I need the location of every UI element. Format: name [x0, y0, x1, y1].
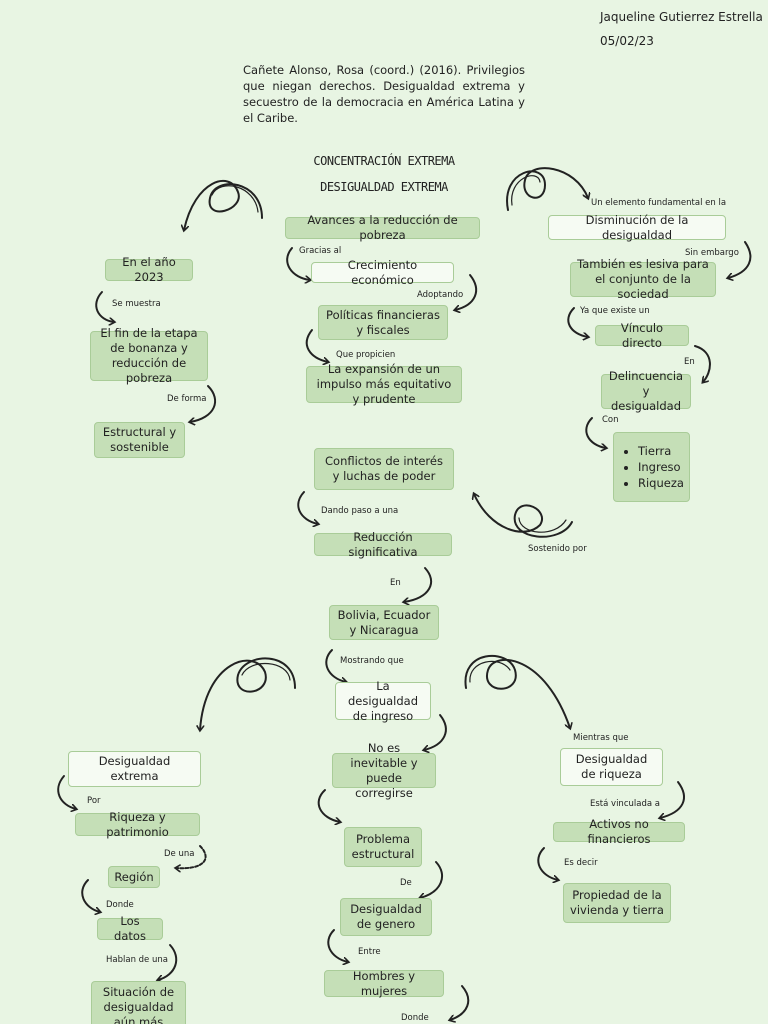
node-desigualdad-genero: Desigualdad de genero: [340, 898, 432, 936]
node-problema-estructural: Problema estructural: [344, 827, 422, 867]
loop-arrow-bottom-right: [464, 655, 570, 728]
label-de-forma: De forma: [167, 394, 207, 404]
node-expansion-impulso: La expansión de un impulso más equitativ…: [306, 362, 462, 406]
label-ya-que: Ya que existe un: [580, 306, 650, 316]
label-mostrando-que: Mostrando que: [340, 656, 404, 666]
label-donde-1: Donde: [106, 900, 134, 910]
node-desigualdad-riqueza: Desigualdad de riqueza: [560, 748, 663, 786]
label-en-1: En: [684, 357, 695, 367]
node-los-datos: Los datos: [97, 914, 163, 943]
node-estructural-sostenible: Estructural y sostenible: [94, 422, 185, 458]
list-item-tierra: Tierra: [638, 443, 684, 459]
title-line-1: CONCENTRACIÓN EXTREMA: [313, 154, 455, 168]
loop-arrow-bottom-left: [200, 657, 296, 730]
node-situacion-desigualdad: Situación de desigualdad aún más profund…: [91, 981, 186, 1024]
loop-arrow-top-left: [184, 180, 263, 230]
label-se-muestra: Se muestra: [112, 299, 161, 309]
node-delincuencia-desigualdad: Delincuencia y desigualdad: [601, 369, 691, 413]
node-desigualdad-ingreso: La desigualdad de ingreso: [335, 679, 431, 723]
loop-arrow-middle: [474, 494, 573, 538]
list-item-riqueza: Riqueza: [638, 475, 684, 491]
loop-arrow-top-right: [506, 167, 588, 211]
loop-arrow-middle-b: [518, 517, 567, 533]
label-que-propicien: Que propicien: [336, 350, 396, 360]
node-no-inevitable: No es inevitable y puede corregirse: [332, 741, 436, 800]
node-propiedad-vivienda: Propiedad de la vivienda y tierra: [563, 883, 671, 923]
label-un-elemento: Un elemento fundamental en la: [591, 198, 727, 208]
label-por: Por: [87, 796, 101, 806]
node-vinculo-directo: Vínculo directo: [595, 321, 689, 350]
label-mientras-que: Mientras que: [573, 733, 629, 743]
title-line-2: DESIGUALDAD EXTREMA: [320, 180, 448, 194]
label-gracias-al: Gracias al: [299, 246, 342, 256]
label-en-2: En: [390, 578, 401, 588]
loop-arrow-top-right-b: [511, 175, 541, 206]
node-reduccion-significativa: Reducción significativa: [314, 530, 452, 559]
loop-arrow-bottom-right-b: [469, 660, 511, 683]
label-de-una: De una: [164, 849, 195, 859]
node-region: Región: [108, 866, 160, 888]
loop-arrow-bottom-left-b: [241, 662, 291, 681]
node-politicas-financieras: Políticas financieras y fiscales: [318, 305, 448, 340]
author-name: Jaqueline Gutierrez Estrella: [600, 10, 763, 24]
node-fin-etapa-bonanza: El fin de la etapa de bonanza y reducció…: [90, 326, 208, 385]
loop-arrow-top-left-b: [211, 185, 259, 213]
label-esta-vinculada: Está vinculada a: [590, 799, 660, 809]
label-entre: Entre: [358, 947, 381, 957]
label-sin-embargo: Sin embargo: [685, 248, 739, 258]
label-donde-2: Donde: [401, 1013, 429, 1023]
node-anio-2023: En el año 2023: [105, 255, 193, 284]
label-con: Con: [602, 415, 619, 425]
resource-list: Tierra Ingreso Riqueza: [622, 443, 684, 491]
label-dando-paso: Dando paso a una: [321, 506, 399, 516]
label-de: De: [400, 878, 412, 888]
label-sostenido-por: Sostenido por: [528, 544, 587, 554]
list-item-ingreso: Ingreso: [638, 459, 684, 475]
node-hombres-mujeres: Hombres y mujeres: [324, 969, 444, 998]
node-riqueza-patrimonio: Riqueza y patrimonio: [75, 810, 200, 839]
node-lesiva-sociedad: También es lesiva para el conjunto de la…: [570, 257, 716, 301]
label-hablan-de-una: Hablan de una: [106, 955, 168, 965]
node-bolivia-ecuador-nicaragua: Bolivia, Ecuador y Nicaragua: [329, 605, 439, 640]
label-es-decir: Es decir: [564, 858, 598, 868]
node-tierra-ingreso-riqueza: Tierra Ingreso Riqueza: [613, 432, 690, 502]
node-activos-no-financieros: Activos no financieros: [553, 817, 685, 846]
citation: Cañete Alonso, Rosa (coord.) (2016). Pri…: [243, 63, 525, 125]
node-crecimiento-economico: Crecimiento económico: [311, 258, 454, 287]
node-avances-pobreza: Avances a la reducción de pobreza: [285, 213, 480, 242]
date: 05/02/23: [600, 34, 654, 48]
node-conflictos-interes: Conflictos de interés y luchas de poder: [314, 448, 454, 490]
label-adoptando: Adoptando: [417, 290, 464, 300]
node-desigualdad-extrema: Desigualdad extrema: [68, 751, 201, 787]
node-disminucion-desigualdad: Disminución de la desigualdad: [548, 213, 726, 242]
